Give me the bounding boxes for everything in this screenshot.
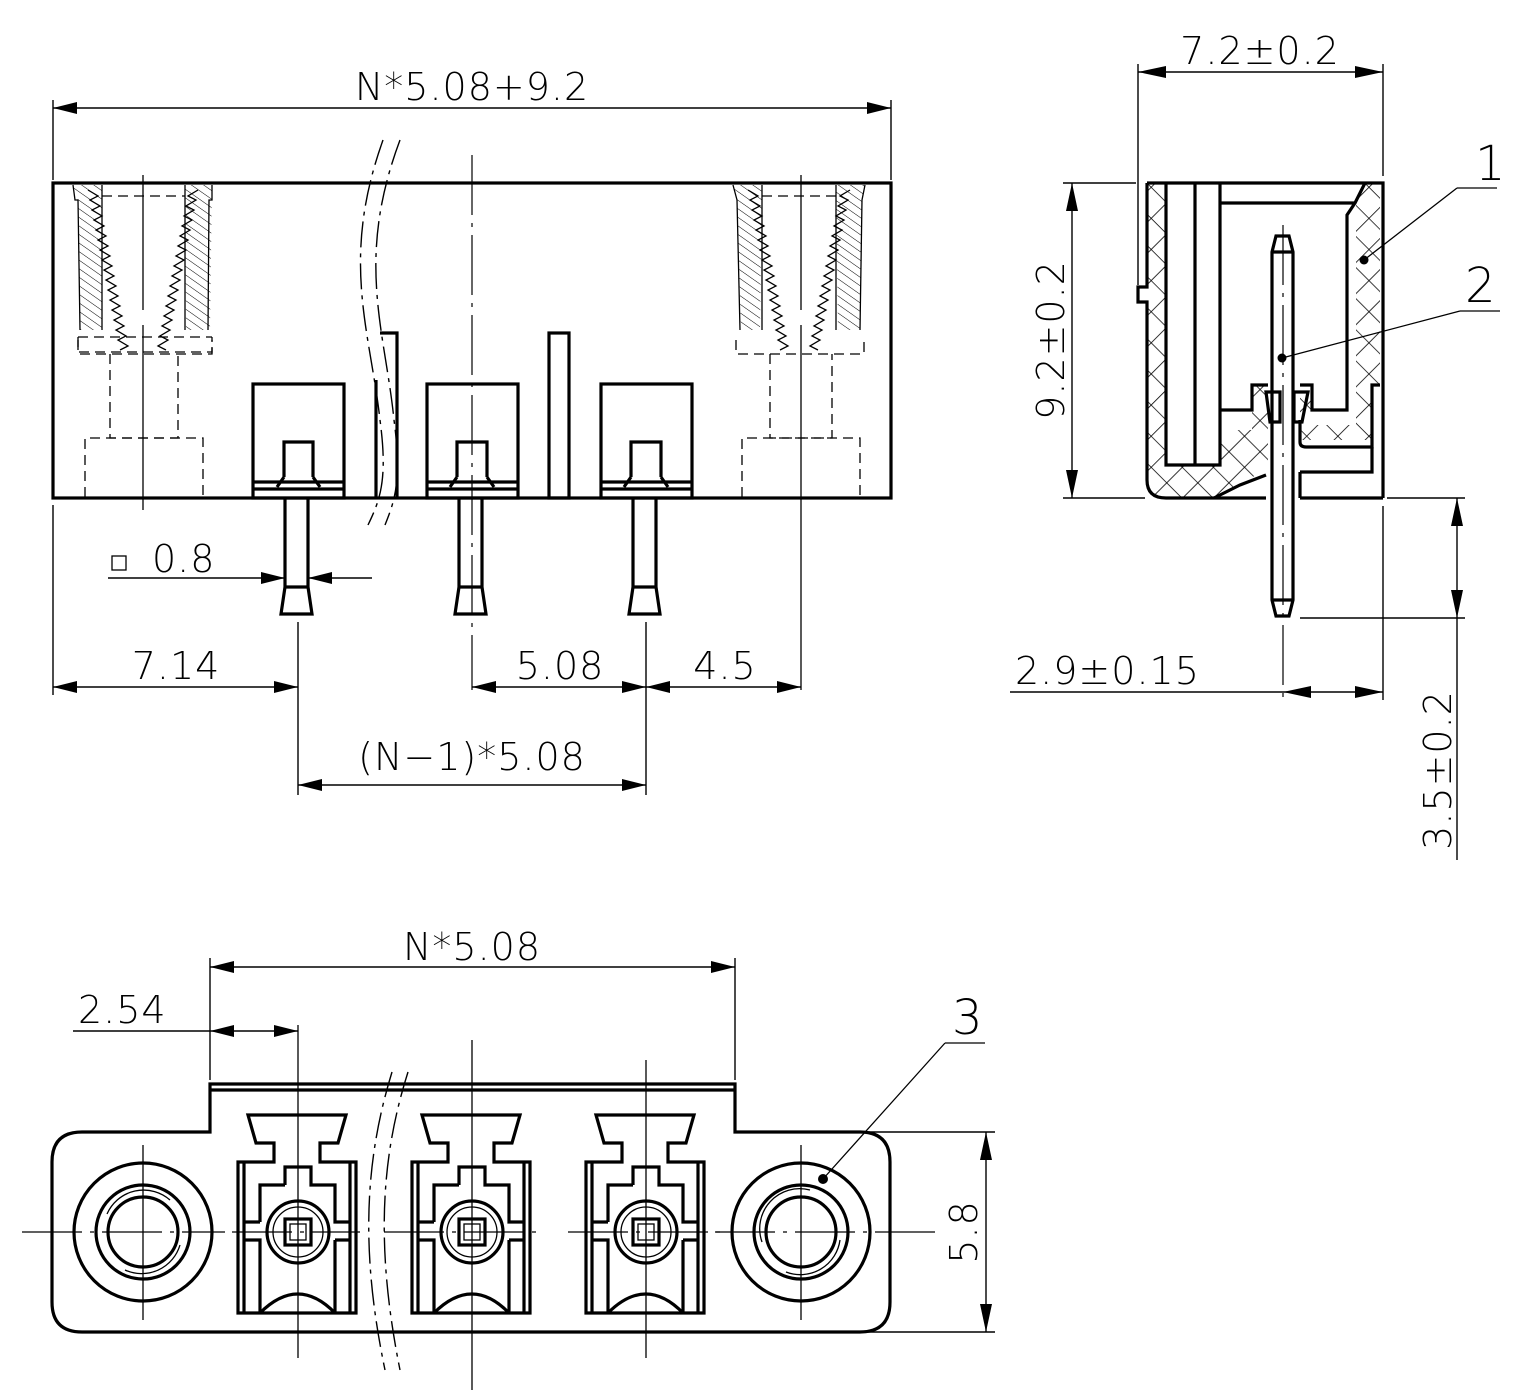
balloon-2: 2 [1277,258,1500,363]
separator-wall-left [374,331,399,498]
dim-body-length-text: N*5.08 [403,925,541,969]
dim-side-height-text: 9.2±0.2 [1029,260,1073,420]
dim-depth-text: 5.8 [942,1200,986,1263]
bottom-terminal-1 [232,1025,360,1358]
bottom-terminal-2 [384,1040,544,1390]
bottom-terminal-3 [568,1060,728,1358]
dim-last-pin-to-flange-text: 4.5 [693,644,756,688]
dim-half-pitch-text: 2.54 [78,988,167,1032]
dim-pin-span-text: (N−1)*5.08 [358,735,586,779]
front-break-line-2 [375,139,401,526]
front-terminal-1 [251,382,346,500]
front-pins [279,498,662,616]
dim-edge-to-first-pin-text: 7.14 [132,644,221,688]
balloon-3: 3 [818,990,985,1184]
front-break-line [359,139,384,526]
dim-body-length: N*5.08 [209,925,736,1080]
dim-pin-size-text: 0.8 [152,537,215,581]
dim-edge-to-first-pin: 7.14 [53,644,298,693]
dim-depth: 5.8 [862,1131,995,1333]
balloon-1-label: 1 [1475,136,1506,192]
bottom-break-line-2 [383,1071,409,1371]
dim-overall-length-text: N*5.08+9.2 [355,65,589,109]
dim-pin-offset: 2.9±0.15 [1010,506,1384,700]
dim-pin-offset-text: 2.9±0.15 [1015,649,1200,693]
dim-side-width: 7.2±0.2 [1137,29,1384,285]
side-view: 1 2 7.2±0.2 9.2±0.2 [1010,29,1506,860]
left-threaded-hole [72,175,213,510]
dim-pitch-text: 5.08 [516,644,605,688]
side-housing-outline [1136,181,1385,500]
balloon-2-label: 2 [1465,258,1496,314]
dim-side-height: 9.2±0.2 [1029,182,1145,499]
dim-pin-span: (N−1)*5.08 [298,735,646,791]
balloon-1: 1 [1359,136,1506,265]
front-terminal-3 [599,382,694,500]
right-threaded-hole [732,175,866,690]
front-view: N*5.08+9.2 0.8 7.14 5.08 [51,65,893,795]
dim-side-width-text: 7.2±0.2 [1180,29,1340,73]
balloon-3-label: 3 [952,990,983,1046]
dim-pin-length-text: 3.5±0.2 [1416,690,1460,850]
dim-overall-length: N*5.08+9.2 [52,65,892,180]
separator-wall-right [547,331,571,500]
bottom-body-outline [50,1082,892,1334]
left-flange-hole [22,1145,225,1320]
bottom-view: 3 N*5.08 2.54 5.8 [22,925,995,1390]
dim-last-pin-to-flange: 4.5 [646,644,801,693]
right-flange-hole [715,1145,935,1320]
dim-pin-size: 0.8 [108,537,372,584]
dim-half-pitch: 2.54 [73,988,298,1037]
bottom-break-line [368,1071,393,1371]
dim-pitch: 5.08 [472,644,646,693]
